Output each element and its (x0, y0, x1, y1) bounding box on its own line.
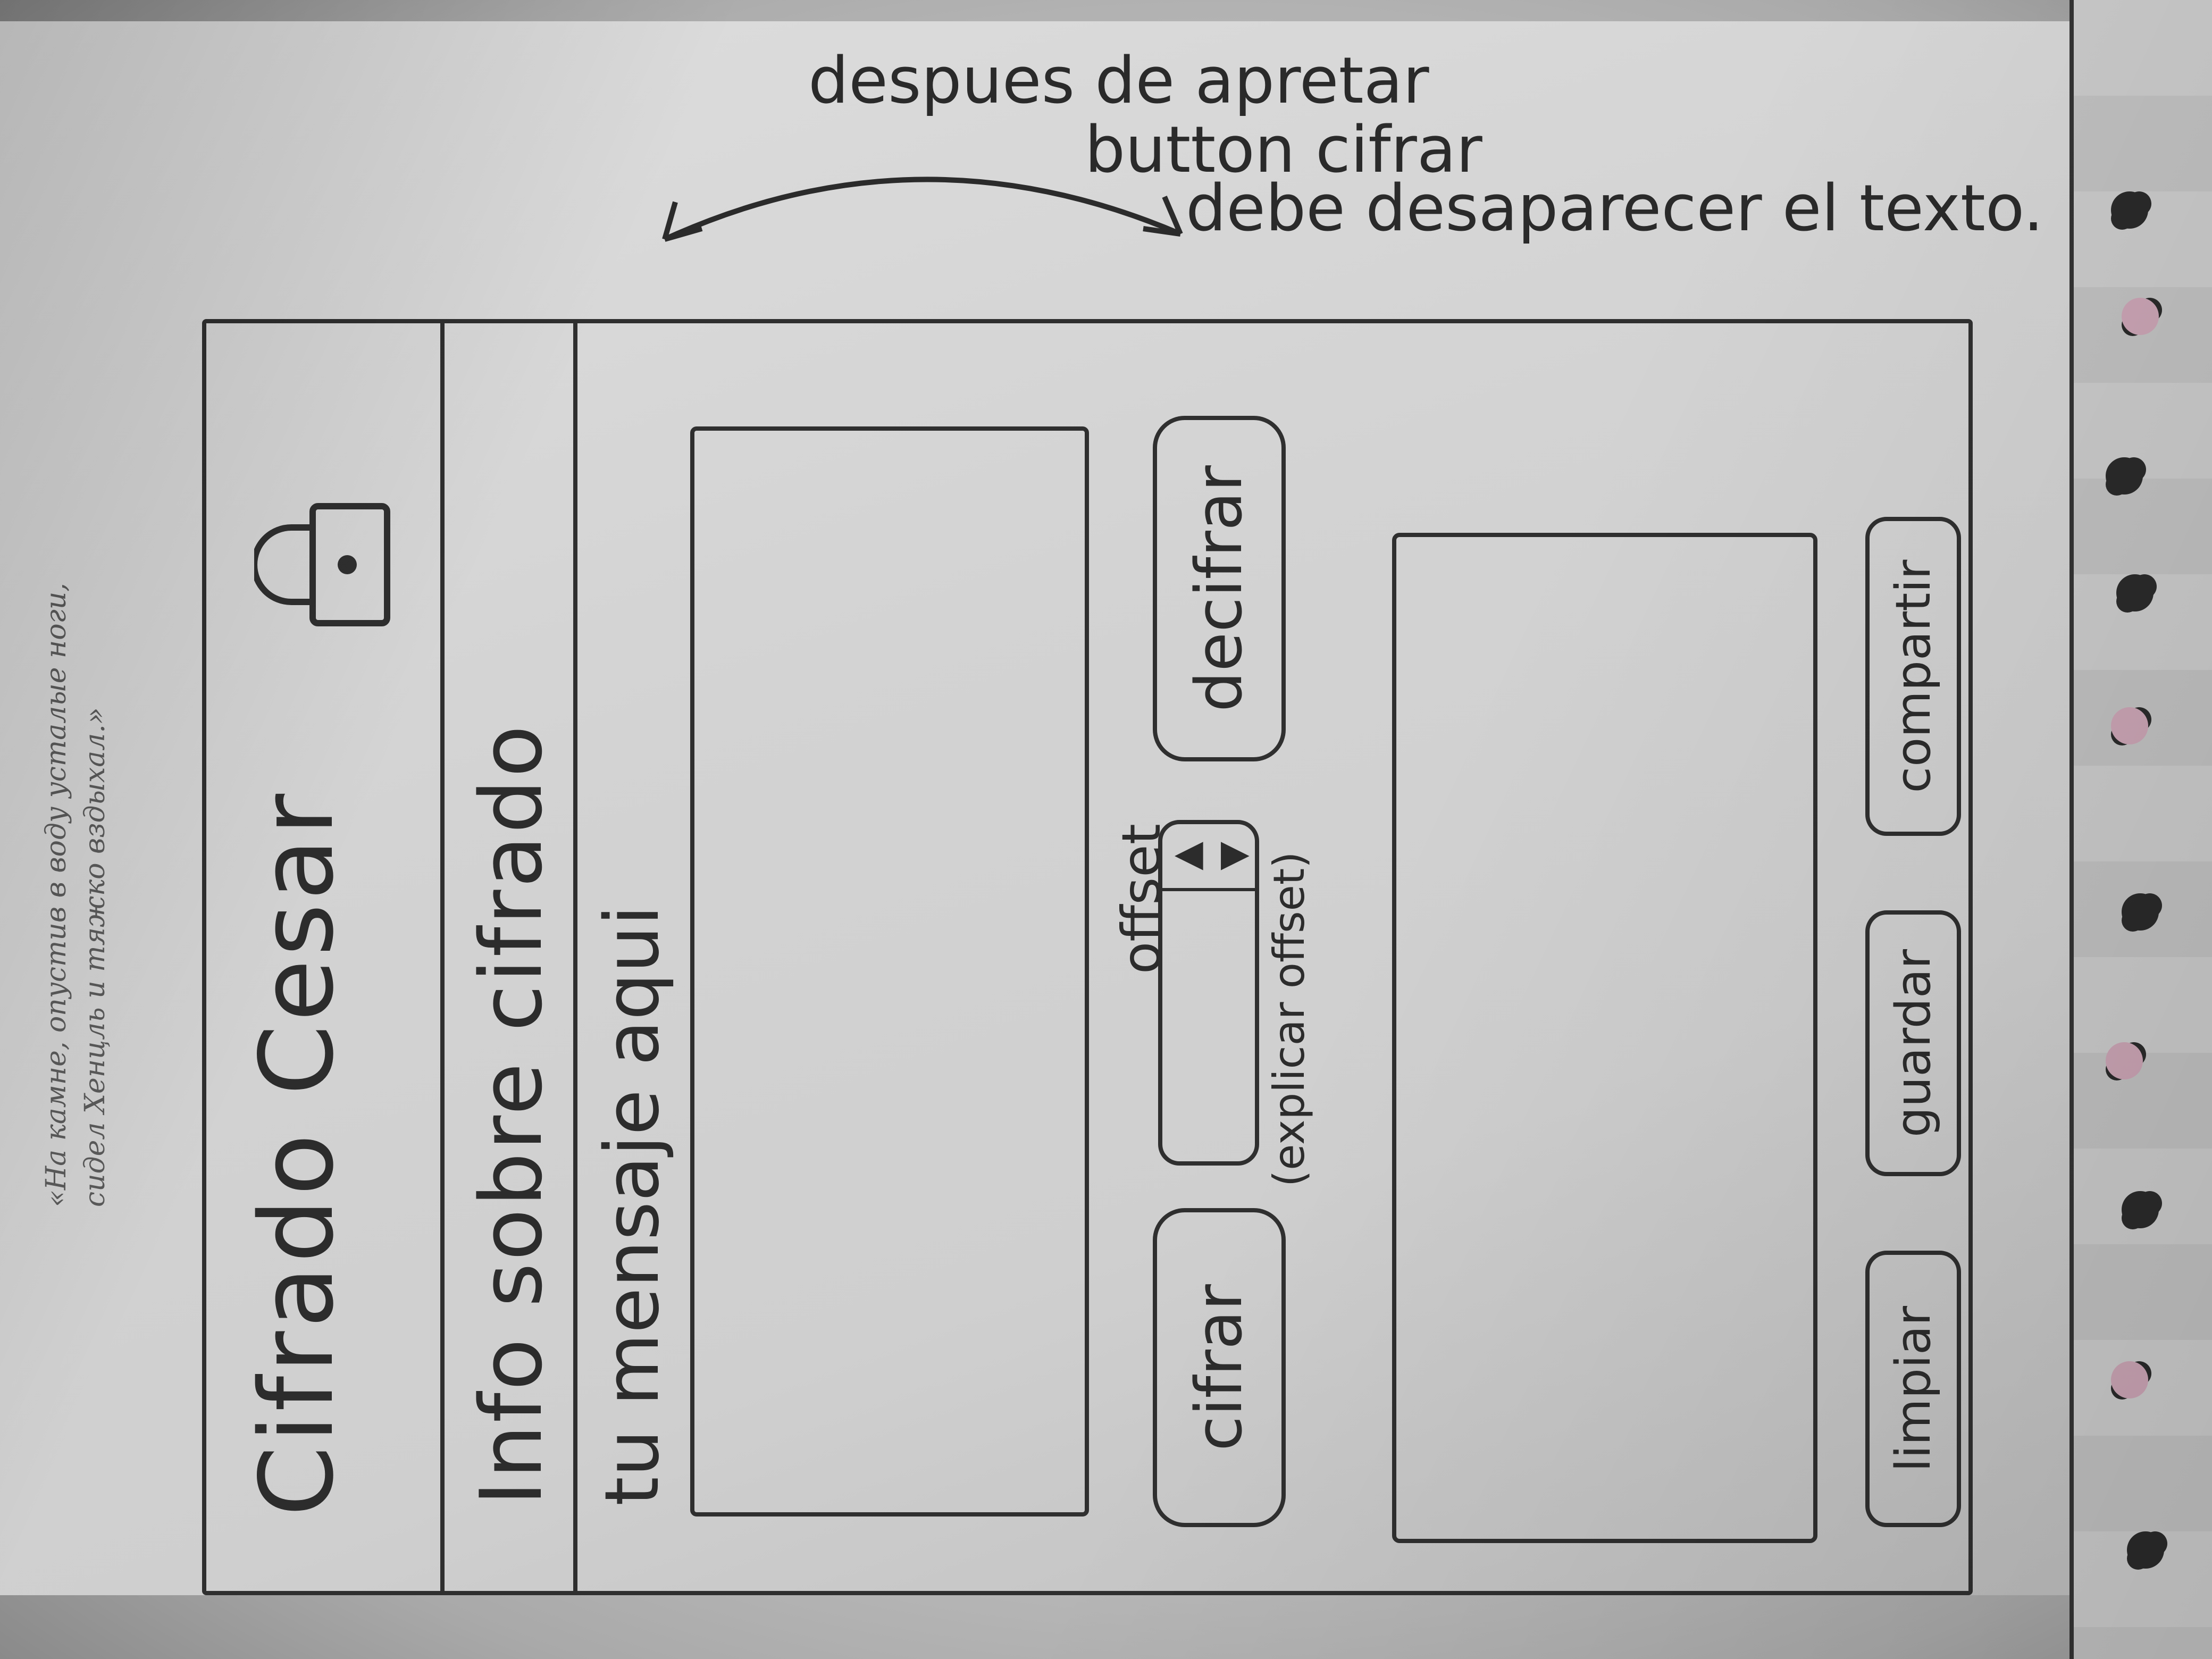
annotation-line-2: button cifrar (1085, 113, 1482, 187)
encrypt-button[interactable]: cifrar (1153, 1208, 1286, 1527)
double-arrow-icon (662, 177, 1183, 242)
decorative-border (2069, 0, 2212, 1659)
flower-doodle (2111, 191, 2148, 229)
offset-stepper[interactable]: ▲ ▼ (1158, 820, 1259, 1166)
stepper-arrows[interactable]: ▲ ▼ (1162, 824, 1255, 891)
phone-frame: Cifrado Cesar Info sobre cifrado tu mens… (202, 319, 1973, 1595)
notebook-page (0, 21, 2116, 1595)
message-label: tu mensaje aqui (589, 905, 676, 1506)
share-button[interactable]: compartir (1865, 517, 1961, 836)
arrow-up-icon[interactable]: ▲ (1163, 842, 1208, 870)
output-area[interactable] (1392, 533, 1817, 1543)
info-text: Info sobre cifrado (462, 723, 561, 1506)
arrow-down-icon[interactable]: ▼ (1210, 842, 1254, 870)
app-bar: Cifrado Cesar (206, 323, 445, 1591)
flower-doodle (2122, 298, 2159, 335)
message-input[interactable] (690, 426, 1089, 1516)
lock-icon[interactable] (254, 485, 392, 644)
app-title: Cifrado Cesar (238, 790, 356, 1516)
annotation-line-3: debe desaparecer el texto. (1186, 172, 2044, 246)
annotation-line-1: despues de apretar (808, 44, 1429, 118)
flower-doodle (2111, 707, 2148, 744)
caption-line-1: «На камне, опустив в воду усталые ноги, (40, 583, 72, 1207)
flower-doodle (2111, 1361, 2148, 1398)
offset-hint: (explicar offset) (1264, 851, 1314, 1187)
decrypt-button[interactable]: decifrar (1153, 416, 1286, 761)
info-bar[interactable]: Info sobre cifrado (440, 323, 577, 1591)
caption-line-2: сидел Хенцль и тяжко вздыхал.» (79, 707, 111, 1207)
flower-doodle (2116, 574, 2154, 611)
flower-doodle (2106, 457, 2143, 495)
save-button[interactable]: guardar (1865, 910, 1961, 1176)
flower-doodle (2106, 1042, 2143, 1079)
clear-button[interactable]: limpiar (1865, 1251, 1961, 1527)
flower-doodle (2122, 1191, 2159, 1228)
flower-doodle (2127, 1531, 2164, 1569)
flower-doodle (2122, 893, 2159, 931)
wireframe-sketch: Cifrado Cesar Info sobre cifrado tu mens… (128, 213, 1989, 1595)
